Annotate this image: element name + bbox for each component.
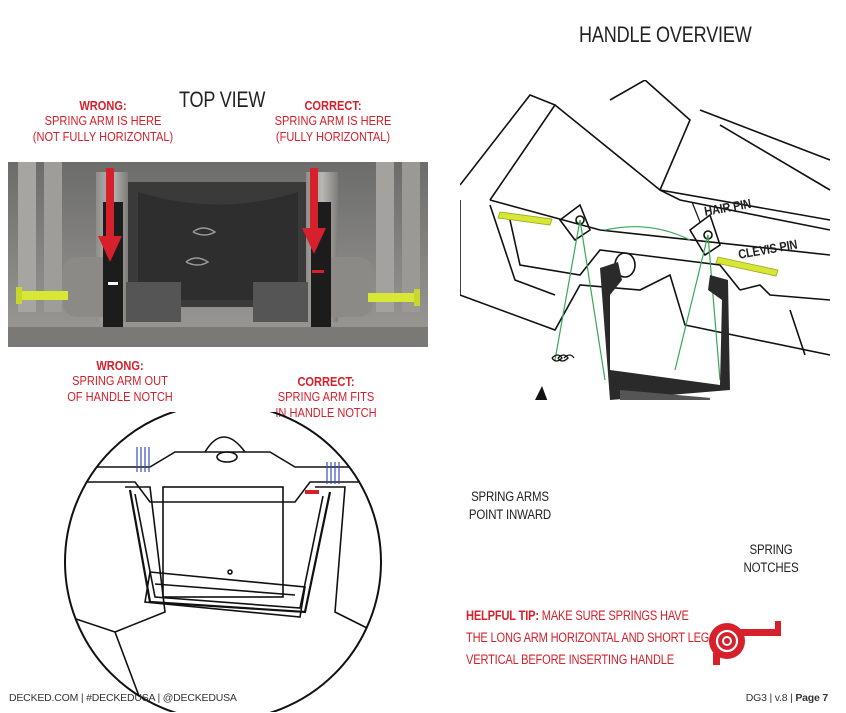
tip-label: HELPFUL TIP: xyxy=(466,608,539,623)
spring-notches-line1: SPRING xyxy=(749,542,793,557)
notch-correct-title: CORRECT: xyxy=(297,374,355,389)
spring-arms-line2: POINT INWARD xyxy=(468,507,552,522)
clevis-pin-icon xyxy=(16,287,68,304)
clevis-pin-icon xyxy=(715,256,779,277)
top-view-correct-callout: CORRECT: SPRING ARM IS HERE (FULLY HORIZ… xyxy=(253,98,413,145)
handle-overview-heading: HANDLE OVERVIEW xyxy=(579,22,752,47)
notch-correct-line2: IN HANDLE NOTCH xyxy=(275,405,377,420)
spring-notches-line2: NOTCHES xyxy=(743,560,799,575)
spring-icon xyxy=(551,354,575,362)
clevis-pin-icon xyxy=(368,289,420,306)
handle-overview-diagram xyxy=(460,80,831,400)
wrong-line1: SPRING ARM IS HERE xyxy=(44,113,162,128)
footer-left: DECKED.COM | #DECKEDUSA | @DECKEDUSA xyxy=(9,692,237,704)
spring-arms-line1: SPRING ARMS xyxy=(471,489,549,504)
arrow-pointer-icon xyxy=(535,386,548,400)
spring-arms-label: SPRING ARMS POINT INWARD xyxy=(455,488,565,524)
helpful-tip: HELPFUL TIP: MAKE SURE SPRINGS HAVE THE … xyxy=(466,605,763,671)
notch-correct-line1: SPRING ARM FITS xyxy=(277,389,375,404)
notch-wrong-title: WRONG: xyxy=(96,358,144,373)
footer-doc-version: DG3 | v.8 | xyxy=(745,692,796,704)
top-view-wrong-callout: WRONG: SPRING ARM IS HERE (NOT FULLY HOR… xyxy=(18,98,188,145)
tip-line1: HELPFUL TIP: MAKE SURE SPRINGS HAVE xyxy=(466,605,709,627)
clevis-pin-icon xyxy=(497,211,553,226)
correct-line2: (FULLY HORIZONTAL) xyxy=(275,129,391,144)
footer-right: DG3 | v.8 | Page 7 xyxy=(746,692,828,704)
notch-correct-callout: CORRECT: SPRING ARM FITS IN HANDLE NOTCH xyxy=(251,374,401,421)
tip-line2: THE LONG ARM HORIZONTAL AND SHORT LEG xyxy=(466,630,710,645)
correct-line1: SPRING ARM IS HERE xyxy=(274,113,392,128)
wrong-line2: (NOT FULLY HORIZONTAL) xyxy=(32,129,174,144)
tip-line1-text: MAKE SURE SPRINGS HAVE xyxy=(538,608,689,623)
notch-wrong-callout: WRONG: SPRING ARM OUT OF HANDLE NOTCH xyxy=(45,358,195,405)
notch-wrong-line1: SPRING ARM OUT xyxy=(72,373,168,388)
arrow-down-icon xyxy=(302,168,326,254)
handle-icon xyxy=(600,262,730,400)
notch-wrong-line2: OF HANDLE NOTCH xyxy=(67,389,173,404)
spring-icon xyxy=(326,462,340,484)
tip-line3: VERTICAL BEFORE INSERTING HANDLE xyxy=(466,652,675,667)
correct-title: CORRECT: xyxy=(304,98,362,113)
spring-notches-label: SPRING NOTCHES xyxy=(731,541,811,577)
footer-page: Page 7 xyxy=(795,692,828,704)
handle-notch-detail xyxy=(64,412,382,712)
wrong-title: WRONG: xyxy=(79,98,127,113)
spring-icon xyxy=(136,447,150,472)
spring-icon xyxy=(709,621,781,665)
top-view-photo xyxy=(8,162,428,347)
top-view-heading: TOP VIEW xyxy=(179,87,266,112)
arrow-down-icon xyxy=(98,168,122,262)
